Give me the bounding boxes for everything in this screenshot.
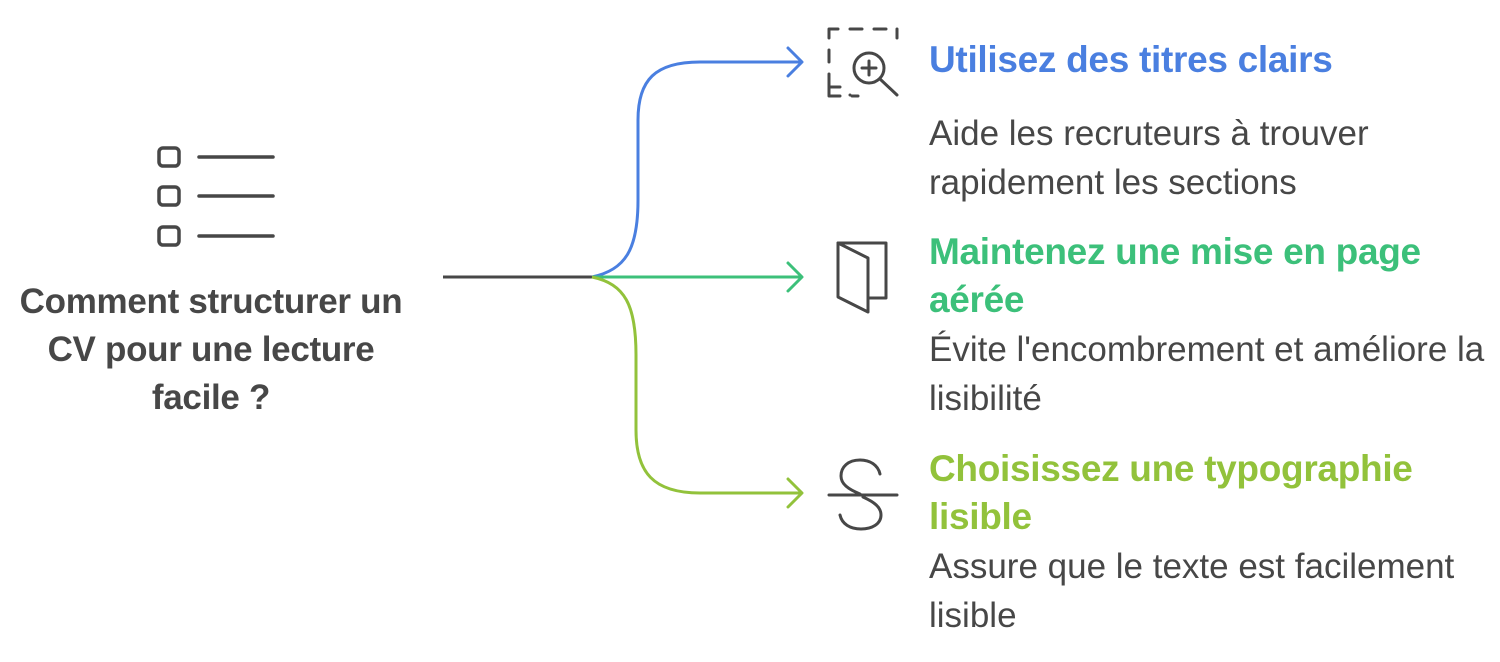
arrowhead-branch-1: [786, 46, 804, 78]
arrowhead-branch-2: [786, 261, 804, 293]
branch-description-2: Évite l'encombrement et améliore la lisi…: [929, 330, 1485, 418]
zoom-in-icon: [827, 27, 899, 98]
checklist-icon: [157, 146, 275, 247]
branch-title-2: Maintenez une mise en page aérée: [929, 231, 1421, 320]
branch-description-1: Aide les recruteurs à trouver rapidement…: [929, 114, 1369, 202]
strikethrough-icon: [827, 458, 899, 531]
connector-branch-3: [591, 275, 800, 495]
diagram-question: Comment structurer un CV pour une lectur…: [19, 282, 403, 417]
branch-title-3: Choisissez une typographie lisible: [929, 448, 1413, 537]
branch-title-1: Utilisez des titres clairs: [929, 39, 1333, 80]
connector-branch-1: [591, 60, 800, 279]
branch-description-3: Assure que le texte est facilement lisib…: [929, 547, 1455, 635]
arrowhead-branch-3: [786, 477, 804, 509]
open-book-icon: [836, 241, 888, 314]
